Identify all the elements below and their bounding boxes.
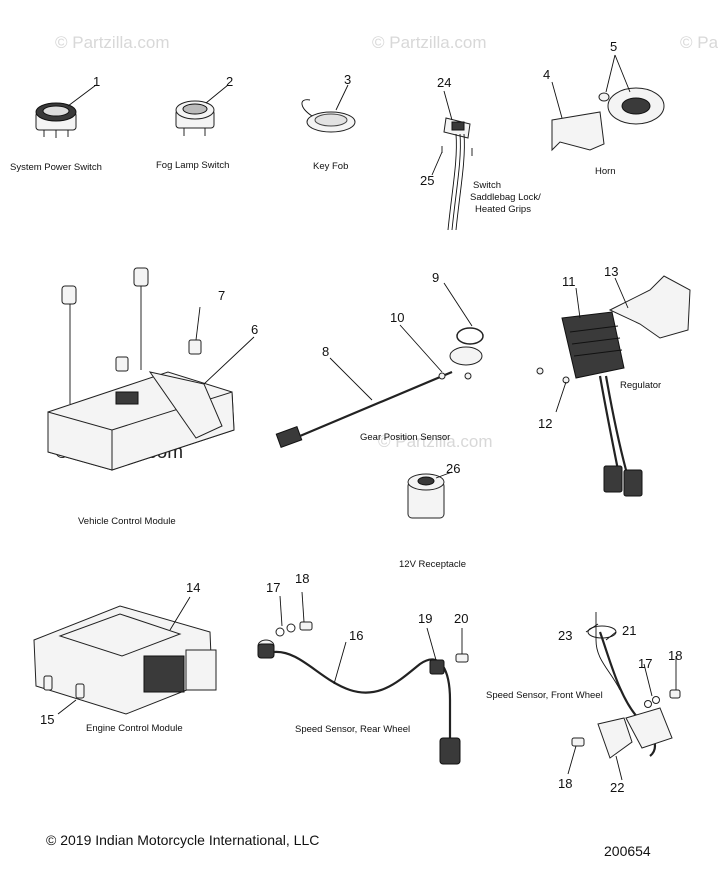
regulator [536, 275, 691, 497]
watermark: © Partzilla.com [680, 33, 718, 52]
label-regulator: Regulator [620, 380, 661, 391]
callout-8: 8 [322, 344, 329, 359]
callout-12: 12 [538, 416, 552, 431]
fog-lamp-switch [175, 84, 229, 136]
label-vehicle-control-module: Vehicle Control Module [78, 516, 176, 527]
callout-7: 7 [218, 288, 225, 303]
callout-6: 6 [251, 322, 258, 337]
callout-18: 18 [558, 776, 572, 791]
label-gear-position-sensor: Gear Position Sensor [360, 432, 450, 443]
receptacle-12v [407, 471, 453, 519]
watermark: © Partzilla.com [55, 33, 170, 52]
system-power-switch [35, 84, 97, 138]
speed-sensor-rear [257, 591, 469, 765]
callout-14: 14 [186, 580, 200, 595]
callout-22: 22 [610, 780, 624, 795]
watermark: © Partzilla.com [378, 432, 493, 451]
speed-sensor-front [567, 612, 681, 781]
callout-3: 3 [344, 72, 351, 87]
callout-26: 26 [446, 461, 460, 476]
callout-17: 17 [638, 656, 652, 671]
label-speed-sensor-rear: Speed Sensor, Rear Wheel [295, 724, 410, 735]
label-key-fob: Key Fob [313, 161, 348, 172]
saddlebag-switch [431, 90, 473, 231]
label-horn: Horn [595, 166, 616, 177]
callout-19: 19 [418, 611, 432, 626]
horn [551, 54, 665, 152]
label-switch: Switch [473, 180, 501, 191]
callout-20: 20 [454, 611, 468, 626]
copyright: © 2019 Indian Motorcycle International, … [46, 832, 319, 848]
callout-15: 15 [40, 712, 54, 727]
callout-21: 21 [622, 623, 636, 638]
label-switch-line2: Saddlebag Lock/ [470, 192, 541, 203]
label-switch-line3: Heated Grips [475, 204, 531, 215]
callout-18: 18 [668, 648, 682, 663]
gear-position-sensor [275, 282, 484, 448]
callout-2: 2 [226, 74, 233, 89]
callout-13: 13 [604, 264, 618, 279]
label-engine-control-module: Engine Control Module [86, 723, 183, 734]
callout-1: 1 [93, 74, 100, 89]
engine-control-module [33, 596, 217, 715]
callout-11: 11 [562, 274, 576, 289]
label-fog-lamp-switch: Fog Lamp Switch [156, 160, 229, 171]
callout-4: 4 [543, 67, 550, 82]
callout-5: 5 [610, 39, 617, 54]
label-receptacle-12v: 12V Receptacle [399, 559, 466, 570]
callout-9: 9 [432, 270, 439, 285]
callout-10: 10 [390, 310, 404, 325]
callout-23: 23 [558, 628, 572, 643]
callout-25: 25 [420, 173, 434, 188]
vehicle-control-module [47, 267, 255, 471]
watermark: © Partzilla.com [372, 33, 487, 52]
callout-16: 16 [349, 628, 363, 643]
label-speed-sensor-front: Speed Sensor, Front Wheel [486, 690, 603, 701]
key-fob [301, 84, 356, 133]
callout-18: 18 [295, 571, 309, 586]
callout-24: 24 [437, 75, 451, 90]
diagram-number: 200654 [604, 843, 651, 859]
callout-17: 17 [266, 580, 280, 595]
label-system-power-switch: System Power Switch [10, 162, 102, 173]
